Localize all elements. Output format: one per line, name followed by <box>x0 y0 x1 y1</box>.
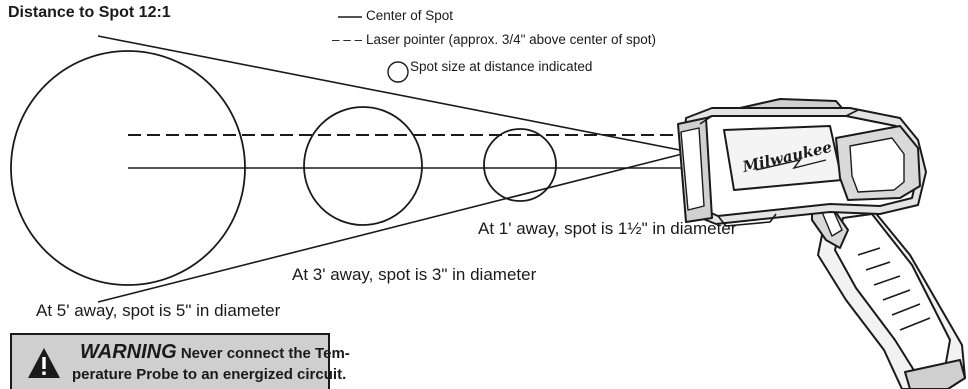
legend-laser-row: – – – Laser pointer (approx. 3/4" above c… <box>332 32 656 47</box>
note-1ft: At 1' away, spot is 1½" in diameter <box>478 219 737 238</box>
legend-circle-icon <box>387 61 409 83</box>
logo-lightning-icon <box>755 158 827 171</box>
warning-word: WARNING <box>80 341 177 363</box>
infrared-thermometer-icon <box>677 98 966 389</box>
legend-laser-label: Laser pointer (approx. 3/4" above center… <box>366 32 656 47</box>
legend-dashes-glyph: – – – <box>331 32 362 47</box>
legend-spot-label: Spot size at distance indicated <box>410 59 593 74</box>
cone-upper-line <box>97 35 691 153</box>
warning-line-1: WARNING Never connect the Tem- <box>80 341 350 364</box>
warning-box: WARNING Never connect the Tem- perature … <box>10 333 350 389</box>
spot-circle-1ft <box>483 128 557 202</box>
note-3ft: At 3' away, spot is 3" in diameter <box>292 265 537 284</box>
spot-circle-3ft <box>303 106 423 226</box>
warning-text-2: perature Probe to an energized circuit. <box>72 366 347 383</box>
diagram-title: Distance to Spot 12:1 <box>8 4 171 21</box>
warning-triangle-icon <box>28 348 60 378</box>
legend-center-of-spot-label: Center of Spot <box>366 8 454 23</box>
note-5ft: At 5' away, spot is 5" in diameter <box>36 301 281 320</box>
cone-lower-line <box>97 151 691 303</box>
warning-text-1: Never connect the Tem- <box>176 345 350 362</box>
